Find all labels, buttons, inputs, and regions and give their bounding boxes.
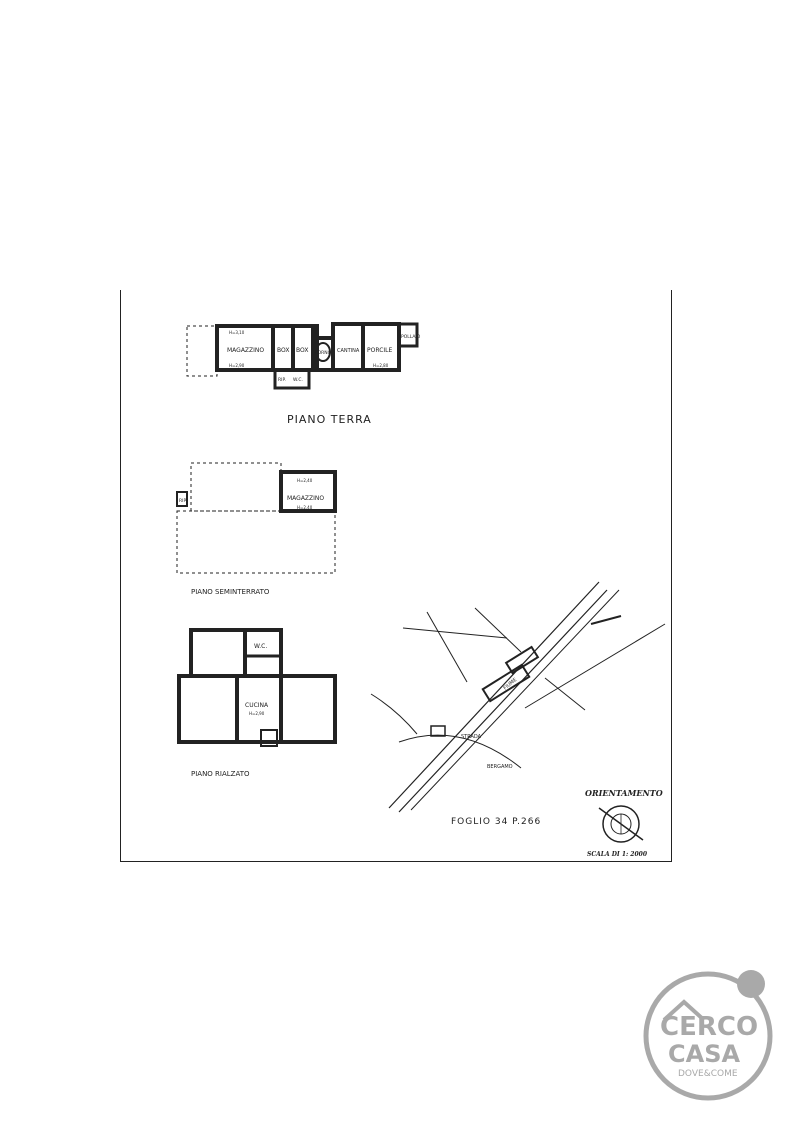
rf-dim-1: H=2,90 — [249, 711, 265, 716]
gf-room-forno: FORNO — [315, 350, 332, 356]
gf-dim-3: H=2,80 — [373, 363, 389, 368]
logo-line2: CASA — [668, 1040, 740, 1068]
logo-line1: CERCO — [660, 1012, 758, 1042]
gf-room-pollaio: POLLAIO — [401, 334, 421, 340]
gf-dim-1: H=3,10 — [229, 330, 245, 335]
map-label-strada: STRADA — [461, 734, 482, 740]
rf-room-wc: W.C. — [254, 643, 267, 650]
raised-floor-plan — [177, 628, 337, 747]
ground-floor-plan — [186, 322, 419, 390]
gf-room-rip: RIP. — [278, 377, 286, 383]
cercocasa-logo: CERCO CASA DOVE&COME — [643, 970, 773, 1101]
bs-dim-1: H=2,40 — [297, 478, 313, 483]
gf-room-magazzino: MAGAZZINO — [227, 347, 264, 354]
gf-dim-2: H=2,90 — [229, 363, 245, 368]
drawing-sheet: MAGAZZINO BOX BOX FORNO CANTINA PORCILE … — [120, 290, 672, 862]
compass-rose-icon — [598, 805, 644, 843]
logo-tagline: DOVE&COME — [678, 1069, 738, 1079]
map-label-bergamo: BERGAMO — [487, 764, 513, 770]
map-sheet-label: FOGLIO 34 P.266 — [451, 817, 541, 827]
rf-room-cucina: CUCINA — [245, 702, 269, 709]
basement-plan — [176, 462, 337, 574]
cadastral-map — [370, 581, 666, 813]
gf-room-porcile: PORCILE — [367, 347, 393, 354]
bs-room-magazzino: MAGAZZINO — [287, 495, 324, 502]
ground-floor-title: PIANO TERRA — [287, 413, 372, 426]
basement-title: PIANO SEMINTERRATO — [191, 588, 270, 596]
bs-room-rip: RIP. — [179, 498, 187, 504]
gf-room-box-2: BOX — [296, 347, 308, 354]
floor-plan-drawing: MAGAZZINO BOX BOX FORNO CANTINA PORCILE … — [176, 322, 666, 858]
bs-dim-2: H=2,40 — [297, 505, 313, 510]
raised-floor-title: PIANO RIALZATO — [191, 770, 250, 778]
gf-room-wc: W.C. — [293, 377, 303, 383]
scale-label: SCALA DI 1: 2000 — [587, 851, 648, 858]
gf-room-cantina: CANTINA — [337, 348, 360, 354]
gf-room-box-1: BOX — [277, 347, 289, 354]
orientation-title: ORIENTAMENTO — [585, 788, 663, 798]
